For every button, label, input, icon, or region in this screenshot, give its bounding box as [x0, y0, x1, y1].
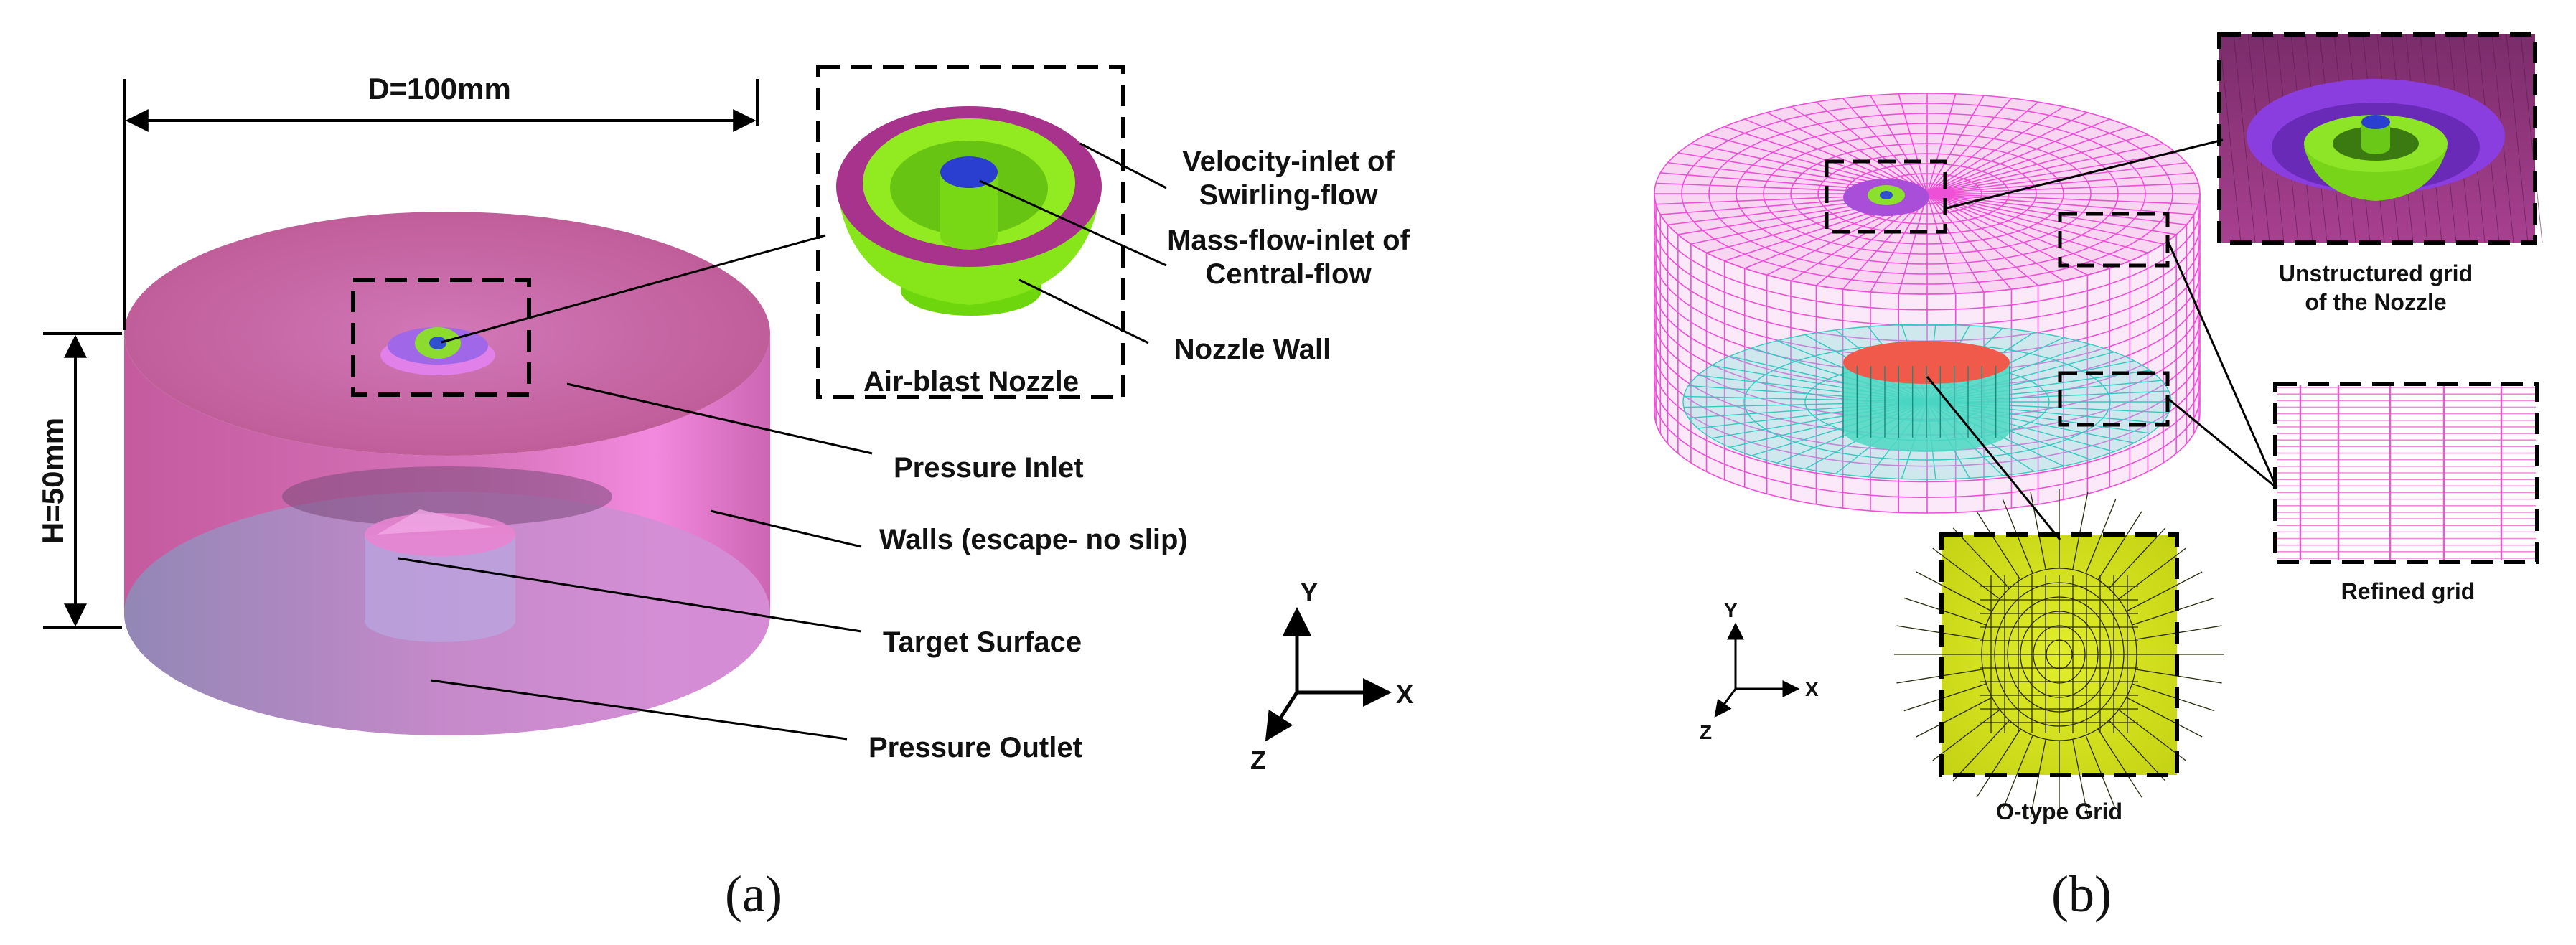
- nozzle-detail-box: [816, 65, 1125, 399]
- refined-grid-inset: [2273, 382, 2539, 564]
- mesh-nozzle-box: [1825, 159, 1947, 234]
- axis-y-label-a: Y: [1301, 578, 1318, 607]
- inner-shadow-ellipse: [282, 466, 612, 527]
- unstructured-label-2: of the Nozzle: [2305, 289, 2446, 315]
- axis-x-label-a: X: [1396, 680, 1413, 709]
- axes-triad-a: Y X Z: [1250, 578, 1413, 775]
- label-velocity-inlet-1: Velocity-inlet of: [1182, 146, 1395, 177]
- label-mass-flow-1: Mass-flow-inlet of: [1167, 225, 1410, 256]
- label-pressure-outlet: Pressure Outlet: [868, 732, 1082, 763]
- domain-cylinder: [124, 212, 770, 735]
- panel-a: D=100mm H=50mm Air-blast Nozzle: [36, 65, 1413, 923]
- mesh-cylinder: [1654, 93, 2201, 514]
- otype-label: O-type Grid: [1996, 799, 2122, 824]
- label-walls: Walls (escape- no slip): [879, 524, 1188, 555]
- dimension-h-label: H=50mm: [36, 418, 70, 544]
- nozzle-leader-line: [441, 234, 826, 344]
- caption-a: (a): [725, 865, 782, 923]
- refined-label: Refined grid: [2341, 578, 2476, 604]
- axis-z-label-b: Z: [1700, 721, 1712, 743]
- target-pillar: [365, 509, 515, 642]
- dimension-d-label: D=100mm: [367, 72, 511, 105]
- label-mass-flow-2: Central-flow: [1205, 258, 1372, 290]
- axis-y-label-b: Y: [1724, 599, 1738, 621]
- nozzle-title: Air-blast Nozzle: [863, 366, 1079, 398]
- axes-triad-b: Y X Z: [1700, 599, 1819, 743]
- caption-b: (b): [2051, 865, 2112, 923]
- nozzle-highlight-box: [351, 278, 531, 397]
- unstructured-label-1: Unstructured grid: [2279, 260, 2473, 286]
- panel-b: Unstructured grid of the Nozzle Refined …: [1654, 32, 2543, 923]
- unstructured-grid-inset: [2217, 32, 2543, 245]
- axis-z-label-a: Z: [1250, 746, 1266, 775]
- dimension-h: H=50mm: [36, 332, 122, 629]
- label-nozzle-wall: Nozzle Wall: [1174, 334, 1331, 365]
- central-blue-inlet: [940, 156, 998, 188]
- otype-grid-inset: [1894, 489, 2224, 819]
- label-target-surface: Target Surface: [883, 626, 1082, 658]
- mesh-refined-box-upper: [2058, 212, 2170, 268]
- label-velocity-inlet-2: Swirling-flow: [1199, 179, 1379, 211]
- axis-x-label-b: X: [1805, 678, 1819, 700]
- dimension-d: D=100mm: [123, 72, 759, 330]
- nozzle-detail: [816, 65, 1125, 399]
- label-pressure-inlet: Pressure Inlet: [894, 452, 1084, 484]
